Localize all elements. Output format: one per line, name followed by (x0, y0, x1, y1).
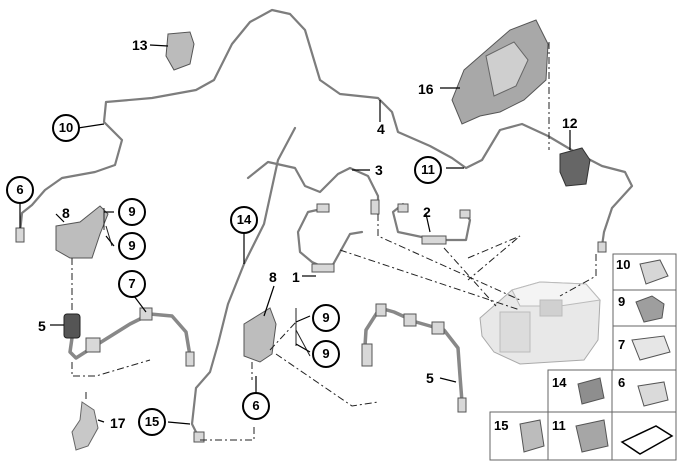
fitting-2c (421, 235, 447, 245)
callout-6-bottom: 6 (242, 392, 270, 420)
legend-14: 14 (552, 375, 567, 390)
clip-10-icon (639, 259, 669, 285)
legend-9: 9 (618, 294, 626, 309)
fitting-2b (459, 209, 471, 219)
nut-9-icon (635, 295, 665, 323)
abs-unit (479, 281, 601, 365)
fitting-6-left (15, 227, 25, 243)
brake-line-1 (296, 206, 364, 272)
fitting-3 (370, 199, 380, 215)
legend-7: 7 (618, 337, 626, 352)
callout-1: 1 (292, 269, 300, 285)
fitting-1b (311, 263, 335, 273)
clip-7-icon (631, 335, 671, 361)
callout-16: 16 (418, 81, 434, 97)
brake-hose-5-left (68, 312, 192, 360)
clip-hose-left (85, 337, 101, 353)
arrow-icon (620, 425, 674, 455)
clip-hose-left-2 (139, 307, 153, 321)
callout-5-left: 5 (38, 318, 46, 334)
callout-10: 10 (52, 114, 80, 142)
callout-9-d: 9 (312, 340, 340, 368)
fitting-hose-right-top (375, 303, 387, 317)
legend-10: 10 (616, 257, 631, 272)
wheel-sensor-left (63, 313, 81, 339)
callout-8-right: 8 (269, 269, 277, 285)
fitting-hose-left (185, 351, 195, 367)
holder-14-icon (577, 377, 605, 405)
legend-11: 11 (552, 418, 566, 433)
callout-6-left: 6 (6, 176, 34, 204)
bracket-8-right (243, 307, 277, 363)
clip-hose-right-2 (431, 321, 445, 335)
brake-line-3 (246, 160, 380, 208)
callout-11: 11 (414, 156, 442, 184)
callout-17: 17 (110, 415, 126, 431)
callout-9-a: 9 (118, 198, 146, 226)
callout-9-b: 9 (118, 232, 146, 260)
legend-6: 6 (618, 375, 626, 390)
legend-15: 15 (494, 418, 509, 433)
part-13 (165, 31, 195, 71)
clip-6-icon (637, 381, 669, 407)
fitting-right (597, 241, 607, 253)
callout-15: 15 (138, 408, 166, 436)
bracket-8-left (55, 205, 109, 259)
callout-7: 7 (118, 270, 146, 298)
clip-hose-right (403, 313, 417, 327)
callout-14: 14 (230, 206, 258, 234)
brake-line-14 (190, 126, 297, 438)
holder-11-icon (575, 419, 609, 453)
banjo-right (361, 343, 373, 367)
fitting-hose-right (457, 397, 467, 413)
callout-13: 13 (132, 37, 148, 53)
fitting-2a (397, 203, 409, 213)
part-17-bracket (71, 401, 99, 451)
callout-3: 3 (375, 162, 383, 178)
callout-4: 4 (377, 121, 385, 137)
clip-15-icon (519, 419, 545, 453)
fitting-15 (193, 431, 205, 443)
callout-12: 12 (562, 115, 578, 131)
callout-8-left: 8 (62, 205, 70, 221)
callout-5-right: 5 (426, 370, 434, 386)
legend-grid (489, 253, 677, 461)
fitting-1a (316, 203, 330, 213)
callout-2: 2 (423, 204, 431, 220)
callout-9-c: 9 (312, 304, 340, 332)
part-12-sensor (559, 147, 591, 187)
